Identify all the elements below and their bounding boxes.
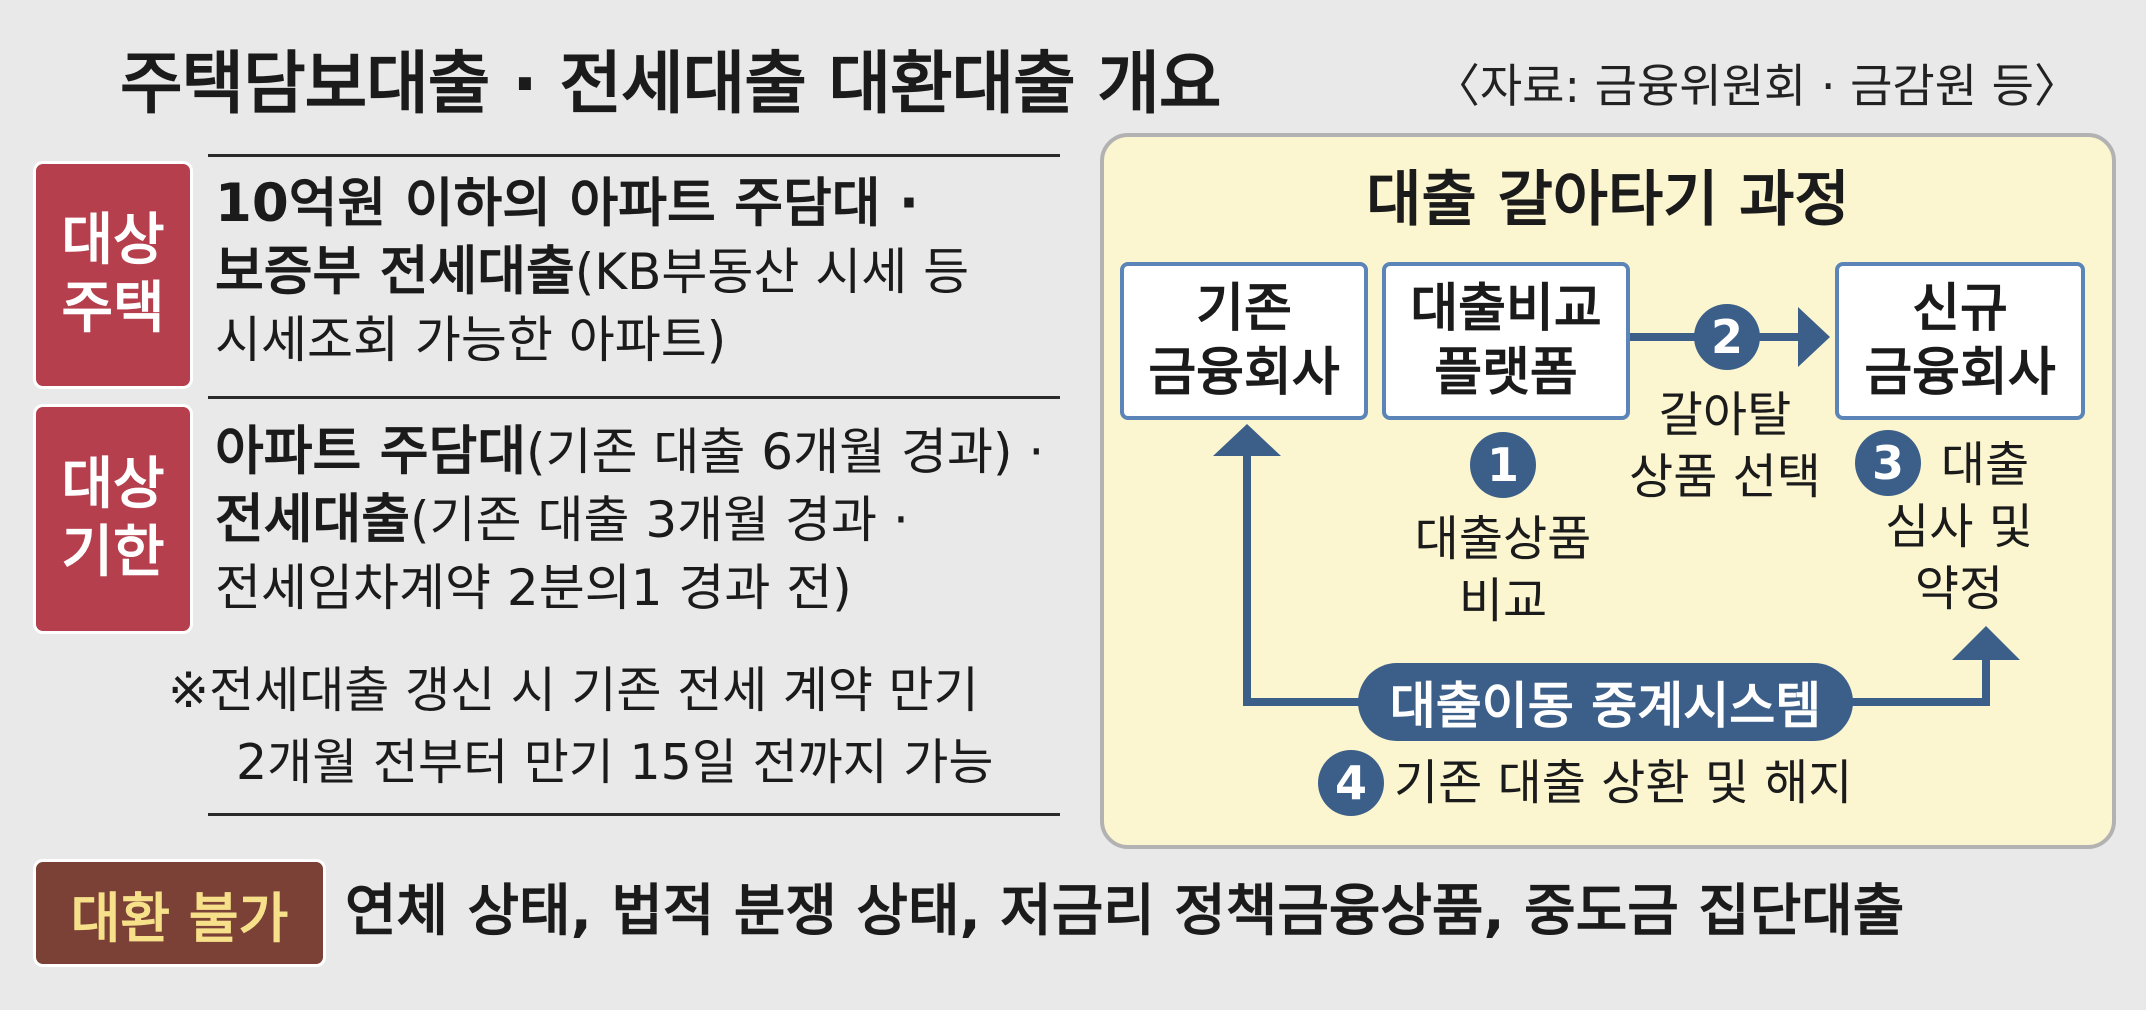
step-1-badge: 1 <box>1470 432 1536 498</box>
box-line: 플랫폼 <box>1434 343 1578 403</box>
renewal-note: ※전세대출 갱신 시 기존 전세 계약 만기 2개월 전부터 만기 15일 전까… <box>168 655 993 799</box>
box-line: 금융회사 <box>1148 343 1340 403</box>
page-title: 주택담보대출 · 전세대출 대환대출 개요 <box>120 45 1221 124</box>
process-title: 대출 갈아타기 과정 <box>1366 165 1850 235</box>
exclusion-text: 연체 상태, 법적 분쟁 상태, 저금리 정책금융상품, 중도금 집단대출 <box>345 879 1905 944</box>
box-line: 대출비교 <box>1410 279 1602 339</box>
step-2-label: 갈아탈 상품 선택 <box>1629 387 1821 505</box>
note-line: ※전세대출 갱신 시 기존 전세 계약 만기 <box>168 662 979 719</box>
row-line: 아파트 주담대(기존 대출 6개월 경과) · <box>215 421 1045 482</box>
source-credit: 〈자료: 금융위원회 · 금감원 등〉 <box>1433 59 2080 113</box>
box-comparison-platform: 대출비교 플랫폼 <box>1382 262 1630 420</box>
box-new-lender: 신규 금융회사 <box>1835 262 2085 420</box>
note-line: 2개월 전부터 만기 15일 전까지 가능 <box>236 734 994 791</box>
row-target-housing-text: 10억원 이하의 아파트 주담대 · 보증부 전세대출(KB부동산 시세 등 시… <box>215 170 1065 374</box>
arrow-head-up-right <box>1952 626 2020 660</box>
tag-line: 대상 <box>61 452 165 517</box>
row-line: 보증부 전세대출(KB부동산 시세 등 <box>215 241 970 302</box>
divider-bottom <box>208 813 1060 816</box>
tag-line: 주택 <box>61 276 165 341</box>
divider-middle <box>208 396 1060 399</box>
exclusion-label: 대환 불가 <box>33 859 326 967</box>
row-line: 시세조회 가능한 아파트) <box>215 311 727 369</box>
step-4-label: 기존 대출 상환 및 해지 <box>1394 755 1853 811</box>
box-existing-lender: 기존 금융회사 <box>1120 262 1368 420</box>
box-line: 신규 <box>1912 279 2008 339</box>
divider-top <box>208 154 1060 157</box>
tag-target-period: 대상 기한 <box>33 404 193 634</box>
step-4-badge: 4 <box>1318 750 1384 816</box>
step-3-badge: 3 <box>1855 430 1921 496</box>
tag-line: 기한 <box>61 520 165 585</box>
arrow-head-up-left <box>1213 424 1281 456</box>
arrow-head-right <box>1798 307 1830 367</box>
relay-system-pill: 대출이동 중계시스템 <box>1358 663 1853 741</box>
row-line: 전세대출(기존 대출 3개월 경과 · <box>215 489 909 550</box>
box-line: 금융회사 <box>1864 343 2056 403</box>
step-2-badge: 2 <box>1694 304 1760 370</box>
tag-target-housing: 대상 주택 <box>33 161 193 389</box>
tag-line: 대상 <box>61 208 165 273</box>
step-1-label: 대출상품 비교 <box>1414 511 1592 629</box>
step-3-label: 대출 심사 및 약정 <box>1885 437 2033 617</box>
row-target-period-text: 아파트 주담대(기존 대출 6개월 경과) · 전세대출(기존 대출 3개월 경… <box>215 418 1065 622</box>
row-line: 10억원 이하의 아파트 주담대 · <box>215 173 920 234</box>
box-line: 기존 <box>1196 279 1292 339</box>
row-line: 전세임차계약 2분의1 경과 전) <box>215 559 852 617</box>
